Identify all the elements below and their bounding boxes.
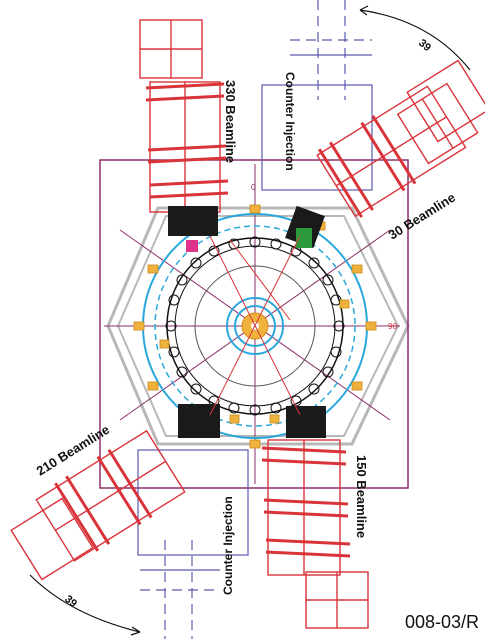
green-block [296,228,312,248]
counter-injection-bottom [137,449,249,639]
label-beam-330: 330 Beamline [223,80,238,163]
counter-injection-top [261,0,373,191]
angle-arrows [29,5,471,636]
outer-frame [99,159,409,489]
ring-ports [165,236,345,416]
beamline-30 [316,82,479,218]
label-beam-150: 150 Beamline [354,455,369,538]
label-deg-0: 0 [251,183,256,192]
label-counter-bottom: Counter Injection [221,496,235,595]
beamline-150 [261,439,369,629]
beamline-30-ends [406,59,485,143]
beam-paths [209,235,301,416]
pink-block [186,240,198,252]
beamline-210 [35,429,186,562]
beamline-210-ends [10,497,94,581]
label-beam-30: 30 Beamline [386,190,458,243]
label-angle-top: 39 [416,37,433,54]
beamline-330 [139,19,229,213]
label-angle-bottom: 39 [62,593,79,610]
label-deg-90: 90 [388,322,397,331]
figure-id: 008-03/R [404,612,479,632]
label-counter-top: Counter Injection [283,72,297,171]
